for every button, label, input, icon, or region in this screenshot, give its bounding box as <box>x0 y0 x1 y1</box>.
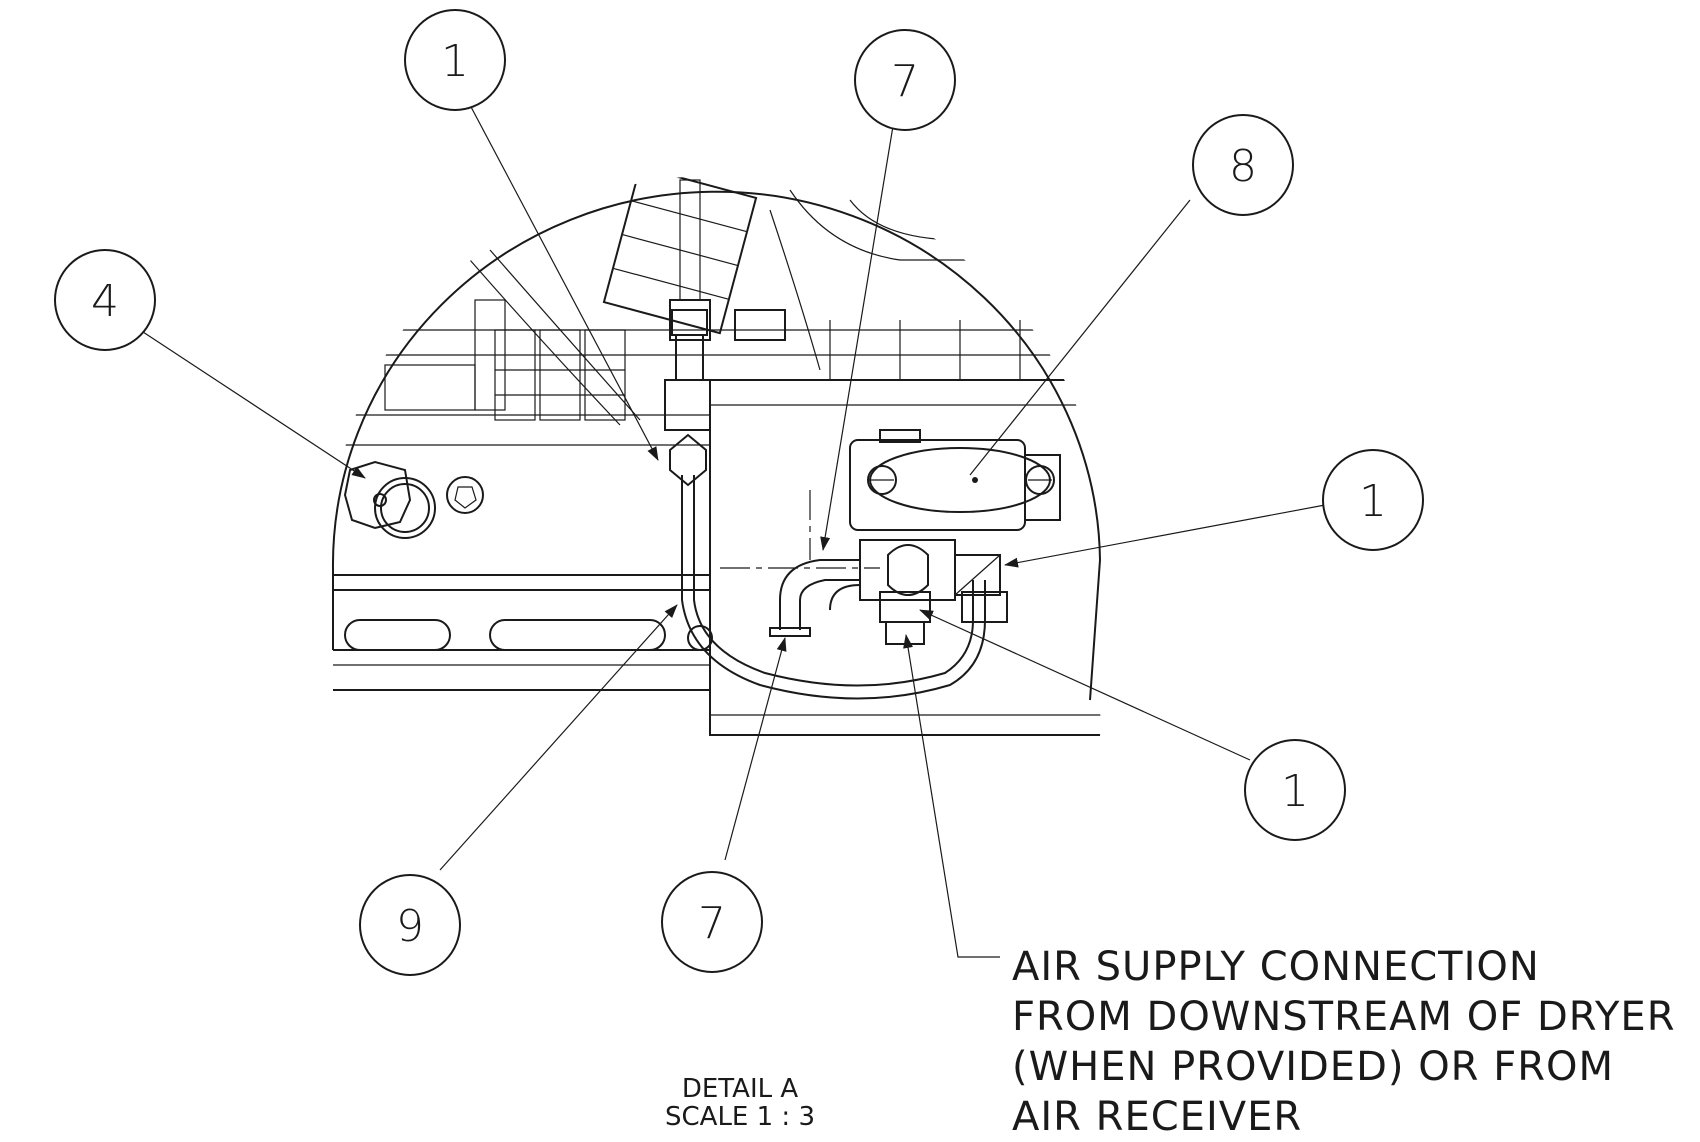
callout-8: 8 <box>1192 114 1294 216</box>
background-machinery <box>333 175 1103 736</box>
svg-text:1: 1 <box>1281 766 1309 817</box>
note-line-3: (WHEN PROVIDED) OR FROM <box>1012 1044 1614 1090</box>
detail-label: DETAIL A SCALE 1 : 3 <box>640 1075 840 1131</box>
svg-text:1: 1 <box>1359 476 1387 527</box>
svg-text:8: 8 <box>1229 141 1257 192</box>
callout-7-bottom: 7 <box>661 871 763 973</box>
detail-boundary <box>331 190 1102 701</box>
svg-text:9: 9 <box>396 901 424 952</box>
detail-title: DETAIL A <box>681 1074 799 1104</box>
note-line-1: AIR SUPPLY CONNECTION <box>1012 944 1540 990</box>
callout-1-lower: 1 <box>1244 739 1346 841</box>
svg-text:4: 4 <box>91 276 119 327</box>
air-supply-note: AIR SUPPLY CONNECTION FROM DOWNSTREAM OF… <box>1012 942 1676 1142</box>
junction-box <box>849 429 1061 531</box>
note-line-4: AIR RECEIVER <box>1012 1094 1303 1140</box>
detail-scale: SCALE 1 : 3 <box>665 1102 815 1132</box>
elbow-bend <box>829 584 861 611</box>
elbow-flange <box>769 627 811 637</box>
callout-9: 9 <box>359 874 461 976</box>
tubing-inner <box>693 475 974 687</box>
leader-lines <box>139 104 1326 958</box>
svg-text:1: 1 <box>441 36 469 87</box>
callout-4: 4 <box>54 249 156 351</box>
svg-text:7: 7 <box>891 56 919 107</box>
svg-text:7: 7 <box>698 898 726 949</box>
elbow-fitting <box>779 559 860 630</box>
bulkhead-fitting <box>343 460 484 539</box>
tubing <box>681 475 986 700</box>
valve-manifold <box>859 539 1008 645</box>
note-line-2: FROM DOWNSTREAM OF DRYER <box>1012 994 1676 1040</box>
tee-fitting <box>664 309 711 487</box>
callout-1-top: 1 <box>404 9 506 111</box>
callout-1-right: 1 <box>1322 449 1424 551</box>
callout-7-top: 7 <box>854 29 956 131</box>
